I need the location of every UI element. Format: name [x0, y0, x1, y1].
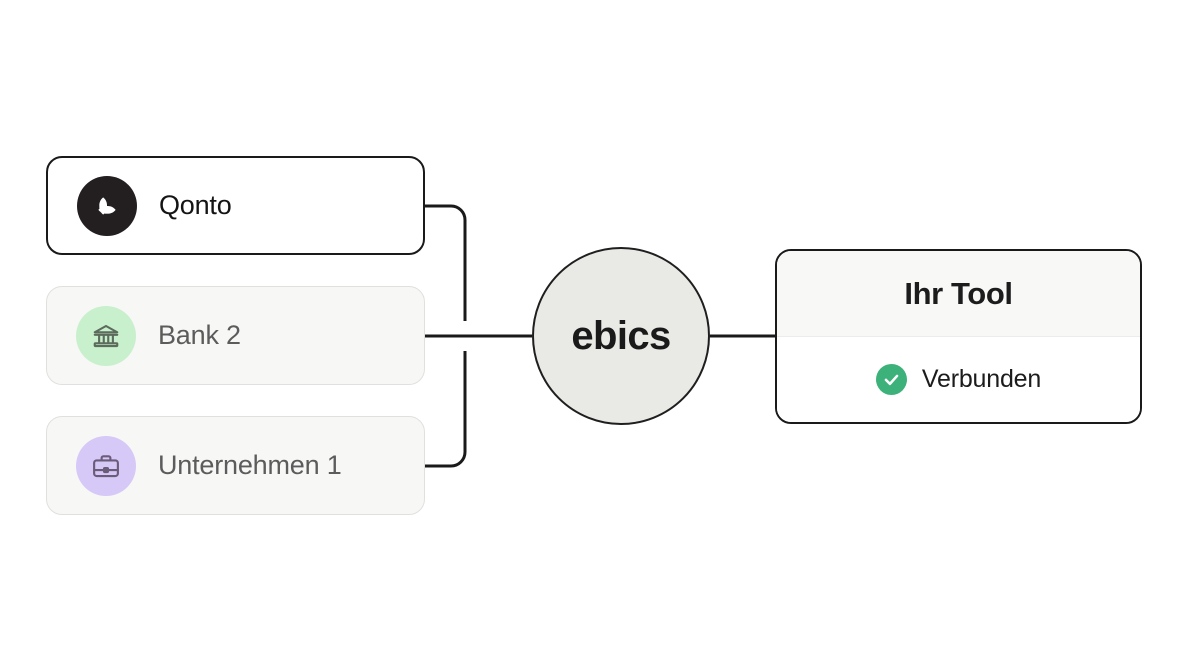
- source-card-unternehmen1[interactable]: Unternehmen 1: [46, 416, 425, 515]
- destination-title: Ihr Tool: [904, 275, 1013, 311]
- bank-icon: [76, 305, 136, 366]
- source-label-bank2: Bank 2: [158, 320, 241, 350]
- qonto-logo-icon: [77, 175, 137, 236]
- protocol-node-ebics: ebics: [532, 247, 710, 425]
- source-label-unternehmen1: Unternehmen 1: [158, 450, 342, 480]
- destination-status-row: Verbunden: [777, 337, 1140, 422]
- source-label-qonto: Qonto: [159, 190, 232, 220]
- destination-header: Ihr Tool: [777, 251, 1140, 337]
- protocol-label: ebics: [571, 313, 671, 358]
- destination-panel[interactable]: Ihr Tool Verbunden: [775, 249, 1142, 424]
- status-badge: Verbunden: [921, 365, 1042, 393]
- source-card-qonto[interactable]: Qonto: [46, 156, 425, 255]
- briefcase-icon: [76, 435, 136, 496]
- connector-unternehmen1: [425, 351, 467, 468]
- check-circle-icon: [875, 364, 907, 395]
- source-card-bank2[interactable]: Bank 2: [46, 286, 425, 385]
- connector-qonto: [425, 204, 467, 321]
